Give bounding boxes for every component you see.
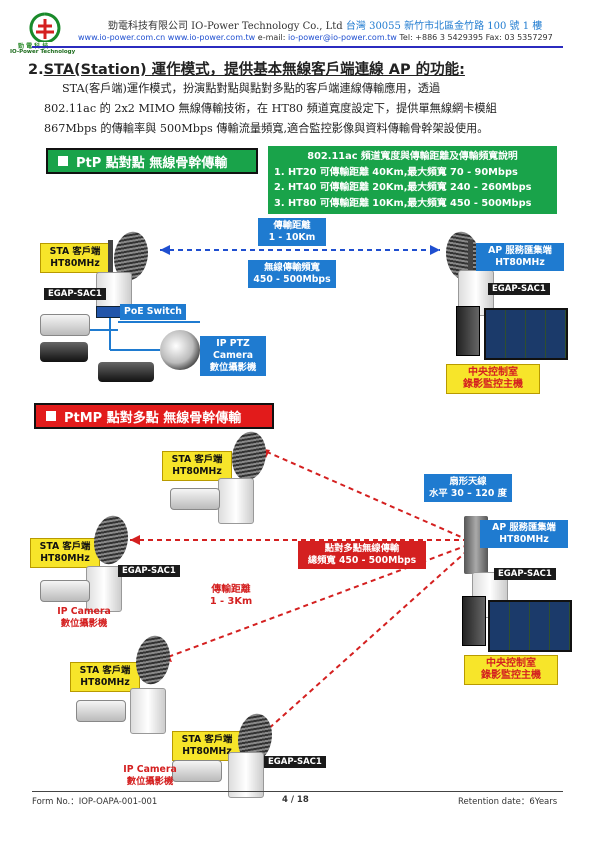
website-cn-link[interactable]: www.io-power.com.cn — [78, 33, 166, 42]
contact-line: www.io-power.com.cn www.io-power.com.tw … — [78, 33, 553, 42]
ptmp-sta4-radio-icon — [228, 752, 264, 798]
ptmp-sta1-radio-icon — [218, 478, 254, 524]
ptmp-sta4-device: EGAP-SAC1 — [264, 756, 326, 768]
website-tw-link[interactable]: www.io-power.com.tw — [167, 33, 256, 42]
server-icon — [462, 596, 486, 646]
ip-camera-icon — [40, 314, 90, 336]
ip-camera-icon — [40, 580, 90, 602]
company-name: 勁電科技有限公司 IO-Power Technology Co., Ltd 台灣… — [108, 21, 543, 32]
ptmp-banner: PtMP 點對多點 無線骨幹傳輸 — [34, 403, 274, 429]
ip-camera-icon — [76, 700, 126, 722]
ptp-control-room: 中央控制室錄影監控主機 — [446, 364, 540, 394]
header-divider — [32, 46, 563, 48]
retention-date: Retention date：6Years — [458, 797, 558, 807]
server-icon — [456, 306, 480, 356]
email-link[interactable]: io-power@io-power.com.tw — [287, 33, 397, 42]
ip-camera-icon — [172, 760, 222, 782]
ptp-ap-device: EGAP-SAC1 — [488, 283, 550, 295]
ptmp-sta2-device: EGAP-SAC1 — [118, 565, 180, 577]
logo-en: IO-Power Technology — [10, 49, 76, 55]
sector-antenna-label: 扇形天線水平 30 – 120 度 — [424, 474, 512, 502]
ip-camera-icon — [40, 342, 88, 362]
ptmp-control-room: 中央控制室錄影監控主機 — [464, 655, 558, 685]
page-number: 4 / 18 — [282, 795, 309, 805]
ptp-sta-device: EGAP-SAC1 — [44, 288, 106, 300]
section-title: 2.STA(Station) 運作模式，提供基本無線客戶端連線 AP 的功能: — [28, 62, 465, 78]
ptz-camera-icon — [160, 330, 200, 370]
monitor-icon — [488, 600, 572, 652]
ptp-banner: PtP 點對點 無線骨幹傳輸 — [46, 148, 258, 174]
company-logo — [29, 12, 61, 42]
monitor-icon — [484, 308, 568, 360]
ip-camera-icon — [170, 488, 220, 510]
footer-divider — [32, 791, 563, 792]
ptmp-ap-device: EGAP-SAC1 — [494, 568, 556, 580]
ptmp-bandwidth: 點對多點無線傳輸總頻寬 450 - 500Mbps — [298, 541, 426, 569]
poe-switch-label: PoE Switch — [120, 304, 186, 320]
ip-camera-icon — [98, 362, 154, 382]
form-number: Form No.：IOP-OAPA-001-001 — [32, 797, 158, 807]
section-paragraph: STA(客戶端)運作模式，扮演點對點與點對多點的客戶端連線傳輸應用，透過 802… — [44, 82, 497, 135]
spec-table: 802.11ac 頻道寬度與傳輸距離及傳輸頻寬說明 1. HT20 可傳輸距離 … — [268, 146, 557, 214]
ptmp-sta3-radio-icon — [130, 688, 166, 734]
